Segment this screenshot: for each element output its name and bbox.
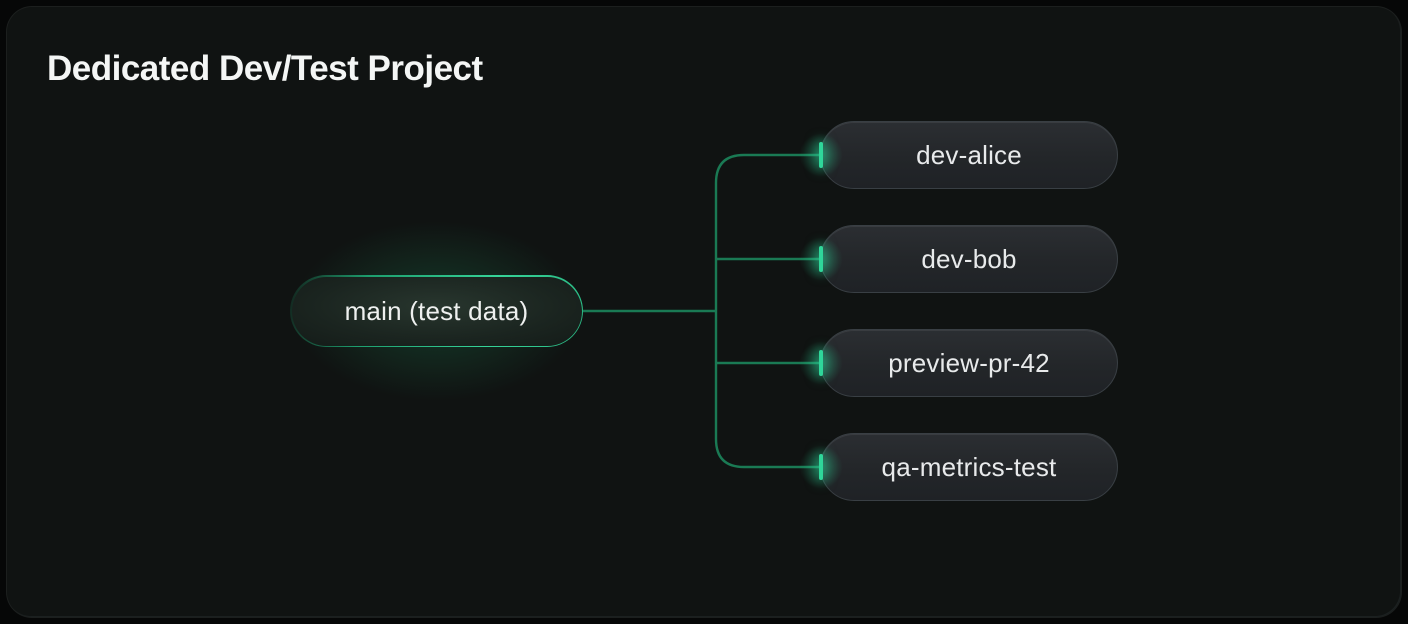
branch-node-qa-metrics-test: qa-metrics-test bbox=[794, 433, 1118, 501]
branch-node-dev-bob: dev-bob bbox=[794, 225, 1118, 293]
branch-node-label: qa-metrics-test bbox=[881, 451, 1057, 482]
branch-node-preview-pr-42: preview-pr-42 bbox=[794, 329, 1118, 397]
root-node-main: main (test data) bbox=[290, 275, 583, 347]
branch-node-label: dev-bob bbox=[921, 243, 1017, 274]
connector-trunk bbox=[714, 153, 820, 469]
root-node-surface: main (test data) bbox=[291, 276, 582, 346]
branch-node-label: dev-alice bbox=[916, 139, 1022, 170]
branch-node-label: preview-pr-42 bbox=[888, 347, 1050, 378]
page-title: Dedicated Dev/Test Project bbox=[47, 49, 483, 88]
branch-node-dev-alice: dev-alice bbox=[794, 121, 1118, 189]
root-node-label: main (test data) bbox=[344, 295, 529, 326]
